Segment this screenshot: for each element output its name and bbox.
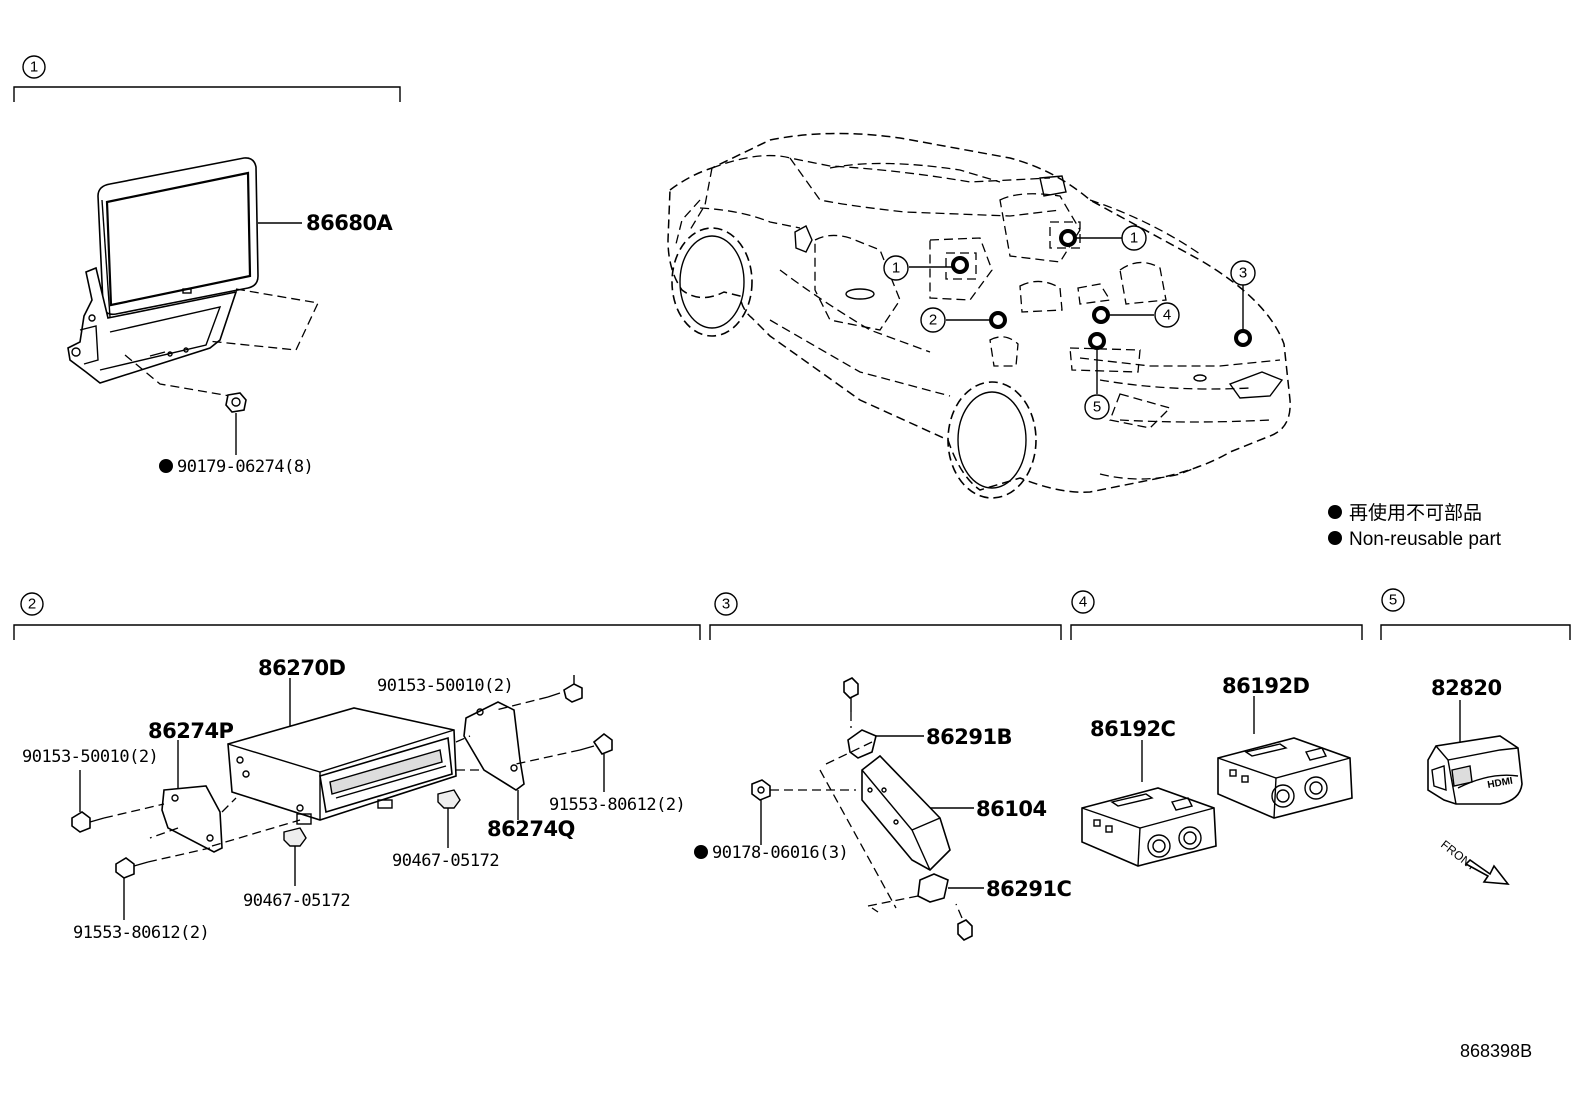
- rear-seat-display: [67, 157, 319, 455]
- car-callout-4-label: 4: [1163, 307, 1171, 324]
- part-label-86680a: 86680A: [306, 211, 394, 235]
- legend: 再使用不可部品 Non-reusable part: [1328, 502, 1502, 550]
- amplifier-module: [751, 677, 984, 941]
- section-4-number: 4: [1079, 594, 1087, 611]
- section-3-number: 3: [722, 596, 730, 613]
- section-5-number: 5: [1389, 592, 1397, 609]
- legend-en-text: Non-reusable part: [1349, 529, 1502, 550]
- part-label-90467-05172-left: 90467-05172: [243, 891, 350, 911]
- car-callout-1a-label: 1: [892, 260, 900, 277]
- car-callout-5: 5: [1084, 332, 1110, 420]
- legend-jp-text: 再使用不可部品: [1349, 502, 1482, 524]
- car-callout-1b-label: 1: [1130, 230, 1138, 247]
- part-label-90179-06274: 90179-06274(8): [177, 457, 313, 477]
- figure-id: 868398B: [1460, 1041, 1532, 1061]
- vehicle-illustration: [667, 132, 1291, 499]
- fasteners-s2: [71, 675, 613, 920]
- part-label-90467-05172-right: 90467-05172: [392, 851, 499, 871]
- car-callout-1a: 1: [883, 255, 969, 281]
- section-5-header: 5: [1380, 588, 1571, 640]
- jack-86192c: [1081, 740, 1217, 867]
- hdmi-port: HDMI: [1427, 700, 1523, 805]
- part-label-91553-80612-left: 91553-80612(2): [73, 923, 209, 943]
- bracket-left: [161, 740, 223, 853]
- section-2-number: 2: [28, 596, 36, 613]
- part-label-91553-80612-right: 91553-80612(2): [549, 795, 685, 815]
- car-callout-2-label: 2: [929, 312, 937, 329]
- car-callout-4: 4: [1092, 302, 1180, 328]
- bracket-right: [463, 701, 525, 820]
- hdmi-text: HDMI: [1487, 776, 1514, 791]
- non-reusable-marker-s3: [694, 845, 708, 859]
- dvd-player-unit: [227, 678, 457, 825]
- part-label-86192c: 86192C: [1090, 717, 1176, 741]
- part-label-86291b: 86291B: [926, 725, 1012, 749]
- part-label-86274q: 86274Q: [487, 817, 575, 841]
- car-callout-2: 2: [920, 307, 1007, 333]
- part-label-86274p: 86274P: [148, 719, 234, 743]
- part-label-86104: 86104: [976, 797, 1047, 821]
- part-label-86192d: 86192D: [1222, 674, 1310, 698]
- car-callout-5-label: 5: [1093, 399, 1101, 416]
- car-callout-3: 3: [1230, 260, 1256, 347]
- part-label-86270d: 86270D: [258, 656, 346, 680]
- part-label-82820: 82820: [1431, 676, 1502, 700]
- section-4-header: 4: [1070, 590, 1363, 640]
- part-label-90153-50010-left: 90153-50010(2): [22, 747, 158, 767]
- part-label-90153-50010-top: 90153-50010(2): [377, 676, 513, 696]
- part-label-90178-06016: 90178-06016(3): [712, 843, 848, 863]
- car-callout-3-label: 3: [1239, 265, 1247, 282]
- section-2-header: 2: [13, 592, 701, 640]
- legend-en-dot: [1328, 531, 1342, 545]
- section-3-header: 3: [709, 592, 1062, 640]
- section-1-number: 1: [30, 59, 38, 76]
- front-arrow-icon: FRONT: [1438, 837, 1510, 885]
- jack-86192d: [1217, 696, 1353, 819]
- section-1-header: 1: [13, 55, 401, 102]
- legend-jp-dot: [1328, 505, 1342, 519]
- non-reusable-marker: [159, 459, 173, 473]
- car-callout-1b: 1: [1059, 225, 1147, 251]
- part-label-86291c: 86291C: [986, 877, 1072, 901]
